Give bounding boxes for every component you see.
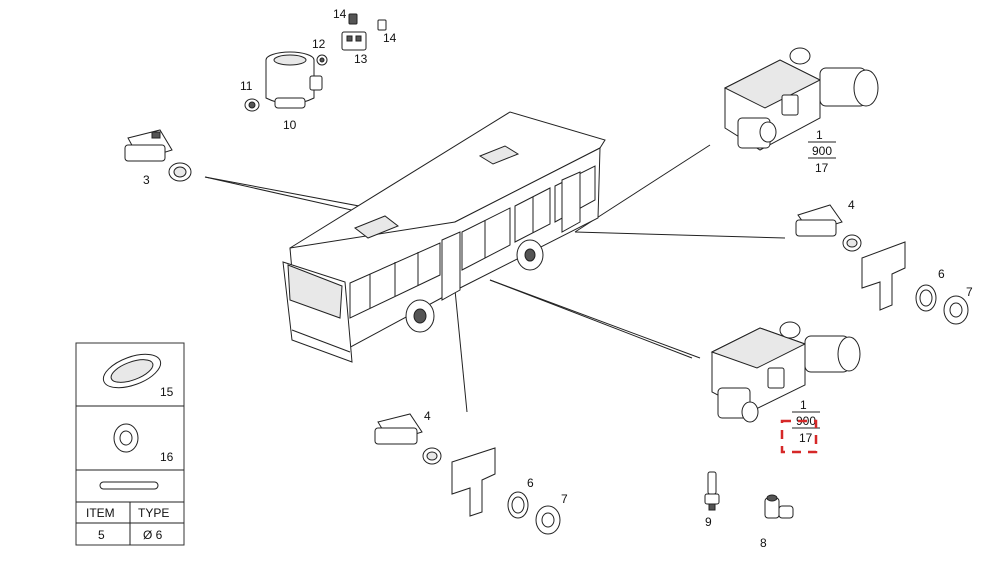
bracket-bottom	[451, 447, 496, 517]
callout-labels: 14 14 12 13 11 10 3 4 6 7 4 6 7 9 8	[143, 7, 973, 550]
callout-11: 11	[240, 79, 253, 93]
legend-row-16: 16	[160, 450, 174, 464]
table-header-item: ITEM	[86, 506, 115, 520]
callout-6b: 6	[527, 476, 534, 490]
part-5-hose	[99, 481, 159, 490]
part-12-fitting	[316, 54, 328, 66]
part-4-valve-right	[795, 204, 862, 252]
table-value-type: Ø 6	[143, 528, 163, 542]
part-11-fitting	[244, 98, 260, 112]
part-7-nut-right	[943, 295, 969, 325]
part-13-connector	[341, 31, 367, 51]
reference-1-lower[interactable]: 1 900 17	[780, 398, 820, 454]
part-10-dryer-canister	[265, 51, 323, 109]
legend-box: 15 16 ITEM TYPE 5 Ø 6	[75, 342, 185, 546]
callout-12: 12	[312, 37, 326, 51]
bus-illustration	[282, 111, 606, 363]
callout-4b: 4	[424, 409, 431, 423]
part-16-ring	[113, 423, 139, 453]
ref-upper-num: 1	[816, 128, 823, 142]
callout-14a: 14	[333, 7, 347, 21]
bracket-right	[861, 241, 906, 311]
table-value-item: 5	[98, 528, 105, 542]
callout-3: 3	[143, 173, 150, 187]
callout-14b: 14	[383, 31, 397, 45]
callout-6a: 6	[938, 267, 945, 281]
part-7-nut-bottom	[535, 505, 561, 535]
selection-highlight	[780, 419, 818, 454]
callout-10: 10	[283, 118, 297, 132]
ref-upper-sub: 17	[815, 161, 829, 175]
ref-lower-num: 1	[800, 398, 807, 412]
part-15-grommet	[102, 353, 162, 389]
part-4-valve-bottom	[374, 413, 442, 465]
callout-4a: 4	[848, 198, 855, 212]
callout-13: 13	[354, 52, 368, 66]
valve-block-upper	[723, 47, 879, 151]
part-8-elbow	[764, 494, 794, 519]
callout-9: 9	[705, 515, 712, 529]
part-6-seal-bottom	[507, 491, 529, 519]
part-9-fitting	[704, 471, 720, 511]
part-6-seal-right	[915, 284, 937, 312]
part-14-plugs	[348, 13, 387, 31]
table-header-type: TYPE	[138, 506, 169, 520]
reference-1-upper[interactable]: 1 900 17	[808, 128, 836, 175]
callout-8: 8	[760, 536, 767, 550]
part-3-valve	[124, 129, 192, 182]
callout-7b: 7	[561, 492, 568, 506]
valve-block-lower	[710, 321, 861, 423]
ref-lower-sub: 17	[799, 431, 813, 445]
ref-upper-page: 900	[812, 144, 832, 158]
callout-7a: 7	[966, 285, 973, 299]
legend-row-15: 15	[160, 385, 174, 399]
